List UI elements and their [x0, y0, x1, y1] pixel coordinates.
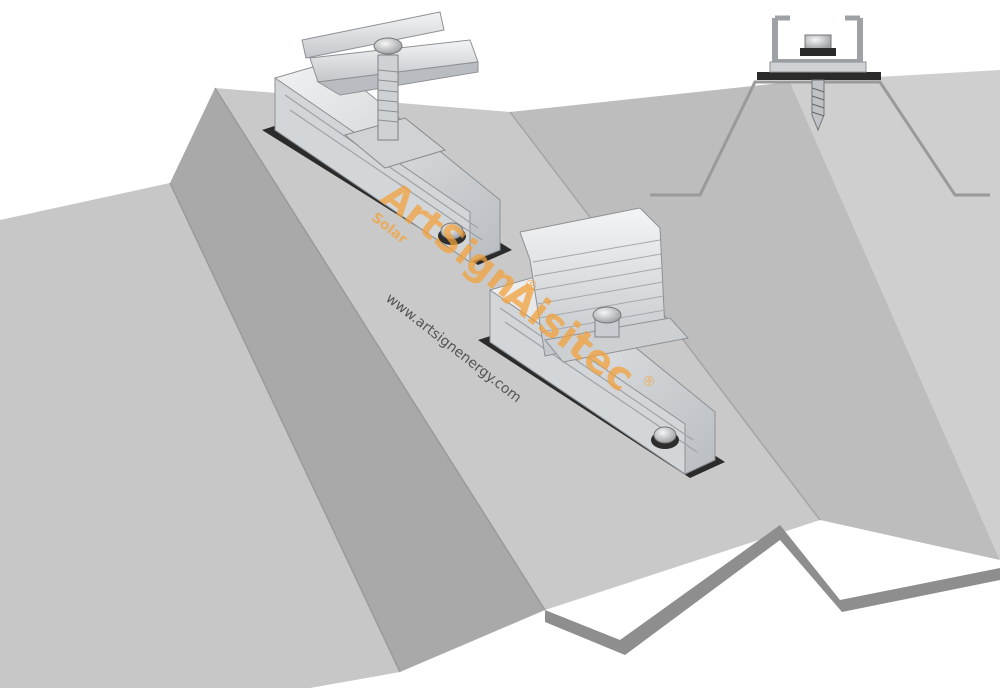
rail-screw-lower [651, 426, 679, 449]
rail-groove-2 [289, 109, 483, 241]
mid-clamp-plate-back [301, 11, 445, 59]
mini-rail-lower-side [489, 289, 686, 475]
mid-clamp-icon [301, 11, 479, 141]
roof-web-left [170, 88, 545, 672]
roof-web-right [510, 82, 1000, 560]
self-tapping-screw-icon [800, 34, 836, 132]
roof-front-profile [545, 525, 1000, 655]
end-clamp-bolt [592, 306, 622, 338]
inset-gasket [757, 72, 881, 80]
mini-rail-upper-side [274, 77, 471, 263]
roof-fold-line-2 [214, 87, 546, 611]
end-clamp-icon [519, 207, 689, 363]
rail-groove-3 [499, 307, 694, 441]
mini-rail-icon [769, 15, 867, 73]
end-clamp-foot [544, 317, 689, 363]
roof-fold-line-3 [509, 111, 821, 521]
roof-valley-left [0, 183, 400, 688]
roof-fold-line-1 [169, 182, 401, 673]
mid-clamp-bolt [373, 37, 403, 141]
profile-detail-inset [650, 15, 990, 197]
roof-valley-right [790, 70, 1000, 560]
rail-screw-upper [438, 222, 466, 245]
